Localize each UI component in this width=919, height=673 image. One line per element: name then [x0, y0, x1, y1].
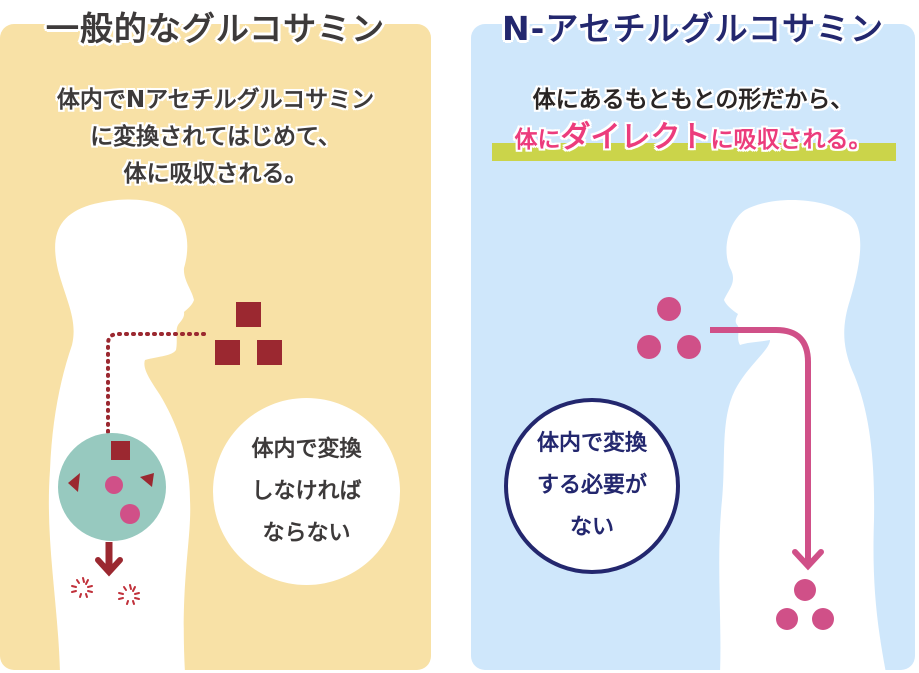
sparkle-icon: [118, 584, 140, 605]
bubble-line: ない: [569, 515, 614, 540]
bubble-line: 体内で変換: [251, 436, 362, 462]
body-silhouette-right: [637, 199, 886, 670]
right-bubble: 体内で変換 する必要が ない: [504, 398, 680, 574]
desc-part: に吸収される。: [710, 127, 872, 153]
body-silhouette-left: [48, 199, 282, 670]
left-description: 体内でNアセチルグルコサミン に変換されてはじめて、 体に吸収される。: [0, 82, 431, 193]
right-title: N-アセチルグルコサミン: [502, 9, 884, 48]
desc-line: 体内でNアセチルグルコサミン: [56, 87, 375, 113]
sparkle-icon: [71, 577, 93, 598]
desc-line: 体に吸収される。: [123, 161, 308, 187]
dotted-path: [106, 332, 206, 434]
desc-line: に変換されてはじめて、: [90, 124, 341, 150]
bubble-line: する必要が: [536, 473, 647, 498]
desc-part: 体に: [514, 127, 561, 153]
desc-line-emphasis: 体にダイレクトに吸収される。: [471, 119, 915, 159]
left-panel-general-glucosamine: [0, 24, 431, 670]
bubble-line: 体内で変換: [536, 431, 647, 456]
desc-direct: ダイレクト: [560, 120, 711, 155]
right-description: 体にあるもともとの形だから、 体にダイレクトに吸収される。: [471, 82, 915, 159]
left-title: 一般的なグルコサミン: [45, 9, 386, 48]
bubble-line: しなければ: [251, 478, 362, 504]
left-bubble: 体内で変換 しなければ ならない: [213, 398, 400, 585]
highlight-bar: [492, 143, 896, 161]
bubble-line: ならない: [262, 520, 351, 546]
right-panel-n-acetylglucosamine: [471, 24, 915, 670]
desc-line: 体にあるもともとの形だから、: [532, 87, 854, 113]
